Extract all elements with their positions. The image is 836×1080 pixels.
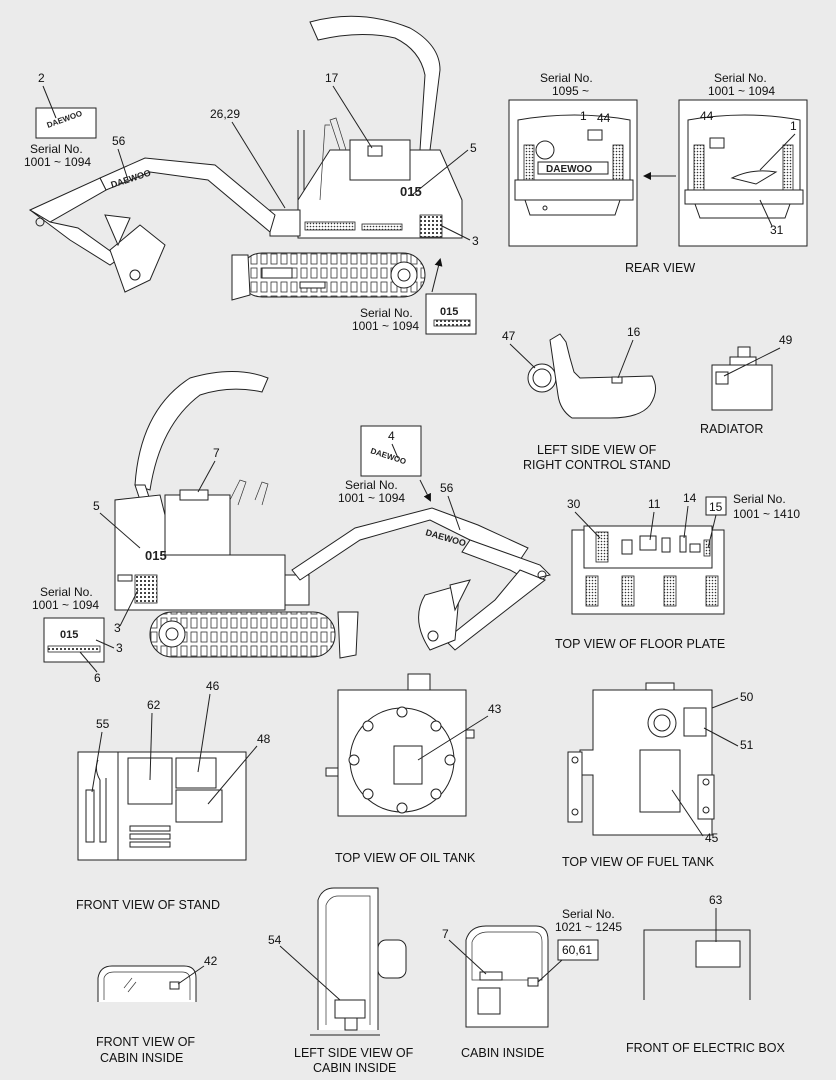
svg-text:44: 44 [700, 109, 714, 123]
svg-text:45: 45 [705, 831, 719, 845]
svg-text:Serial No.: Serial No. [360, 306, 413, 320]
cabin-inside-door: 7 60,61 Serial No. 1021 ~ 1245 CABIN INS… [442, 907, 622, 1060]
right-control-stand: 47 16 LEFT SIDE VIEW OF RIGHT CONTROL ST… [502, 325, 671, 472]
caption-oil-tank: TOP VIEW OF OIL TANK [335, 851, 476, 865]
svg-text:DAEWOO: DAEWOO [546, 164, 592, 175]
caption-electric-box: FRONT OF ELECTRIC BOX [626, 1041, 785, 1055]
svg-text:46: 46 [206, 679, 220, 693]
callout-2: 2 [38, 71, 45, 85]
excavator-top-view: 015 DAEWOO [28, 15, 463, 301]
caption-fuel-tank: TOP VIEW OF FUEL TANK [562, 855, 715, 869]
svg-text:60,61: 60,61 [562, 943, 592, 957]
svg-text:015: 015 [145, 548, 167, 563]
radiator: 49 RADIATOR [700, 333, 793, 436]
caption-floor-plate: TOP VIEW OF FLOOR PLATE [555, 637, 725, 651]
svg-text:43: 43 [488, 702, 502, 716]
svg-text:Serial No.: Serial No. [562, 907, 615, 921]
cabin-left-side-inside: 54 LEFT SIDE VIEW OF CABIN INSIDE [268, 887, 414, 1075]
svg-text:CABIN INSIDE: CABIN INSIDE [313, 1061, 396, 1075]
decal-2-box [35, 107, 97, 139]
electric-box: 63 FRONT OF ELECTRIC BOX [626, 893, 785, 1055]
svg-text:Serial No.: Serial No. [714, 71, 767, 85]
svg-text:50: 50 [740, 690, 754, 704]
svg-text:RIGHT CONTROL STAND: RIGHT CONTROL STAND [523, 458, 671, 472]
svg-text:Serial No.: Serial No. [540, 71, 593, 85]
callout-5-top: 5 [470, 141, 477, 155]
svg-text:015: 015 [60, 629, 78, 641]
fuel-tank: 50 51 45 TOP VIEW OF FUEL TANK [562, 682, 754, 869]
svg-text:4: 4 [388, 429, 395, 443]
rear-view-panel: DAEWOO 1 44 Serial No. 1095 ~ 44 1 31 Se… [508, 71, 808, 275]
caption-radiator: RADIATOR [700, 422, 763, 436]
svg-text:15: 15 [709, 500, 723, 514]
decal-2-group: DAEWOO 2 Serial No. 1001 ~ 1094 [24, 71, 97, 169]
svg-text:44: 44 [597, 111, 611, 125]
svg-text:42: 42 [204, 954, 218, 968]
caption-rear-view: REAR VIEW [625, 261, 695, 275]
callout-3-mid-a: 3 [114, 621, 121, 635]
svg-text:FRONT VIEW OF: FRONT VIEW OF [96, 1035, 195, 1049]
svg-text:11: 11 [648, 497, 661, 511]
svg-text:6: 6 [94, 671, 101, 685]
callout-56-top: 56 [112, 134, 126, 148]
svg-text:48: 48 [257, 732, 271, 746]
svg-text:1001 ~ 1094: 1001 ~ 1094 [708, 84, 775, 98]
callout-56-mid: 56 [440, 481, 454, 495]
svg-text:015: 015 [400, 184, 422, 199]
badge-015-top: 015 Serial No. 1001 ~ 1094 [352, 258, 477, 335]
svg-text:7: 7 [442, 927, 449, 941]
svg-text:015: 015 [440, 306, 458, 318]
svg-text:Serial No.: Serial No. [30, 142, 83, 156]
svg-text:LEFT SIDE VIEW OF: LEFT SIDE VIEW OF [294, 1046, 414, 1060]
svg-text:63: 63 [709, 893, 723, 907]
svg-text:30: 30 [567, 497, 581, 511]
oil-tank: 43 TOP VIEW OF OIL TANK [325, 673, 502, 865]
svg-text:1095 ~: 1095 ~ [552, 84, 589, 98]
svg-text:1001 ~ 1410: 1001 ~ 1410 [733, 507, 800, 521]
svg-text:16: 16 [627, 325, 641, 339]
svg-text:1: 1 [580, 109, 587, 123]
svg-text:62: 62 [147, 698, 161, 712]
svg-text:54: 54 [268, 933, 282, 947]
caption-front-view-stand: FRONT VIEW OF STAND [76, 898, 220, 912]
callout-26-29: 26,29 [210, 107, 240, 121]
svg-text:1: 1 [790, 119, 797, 133]
svg-text:Serial No.: Serial No. [733, 492, 786, 506]
callout-5-mid: 5 [93, 499, 100, 513]
svg-text:LEFT SIDE VIEW OF: LEFT SIDE VIEW OF [537, 443, 657, 457]
svg-text:Serial No.: Serial No. [40, 585, 93, 599]
svg-text:31: 31 [770, 223, 784, 237]
caption-cabin-inside: CABIN INSIDE [461, 1046, 544, 1060]
svg-text:1001 ~ 1094: 1001 ~ 1094 [24, 155, 91, 169]
floor-plate: 30 11 14 15 Serial No. 1001 ~ 1410 TOP V… [555, 491, 800, 651]
front-view-stand: 55 62 46 48 FRONT VIEW OF STAND [76, 679, 271, 912]
svg-text:1001 ~ 1094: 1001 ~ 1094 [352, 319, 419, 333]
svg-text:47: 47 [502, 329, 516, 343]
decal-6-group: 015 Serial No. 1001 ~ 1094 3 6 [32, 585, 123, 685]
svg-text:Serial No.: Serial No. [345, 478, 398, 492]
callout-7-mid: 7 [213, 446, 220, 460]
svg-text:3: 3 [116, 641, 123, 655]
decal-4-group: DAEWOO 4 Serial No. 1001 ~ 1094 [338, 425, 431, 505]
svg-text:1021 ~ 1245: 1021 ~ 1245 [555, 920, 622, 934]
svg-text:51: 51 [740, 738, 754, 752]
svg-text:CABIN INSIDE: CABIN INSIDE [100, 1051, 183, 1065]
svg-text:55: 55 [96, 717, 110, 731]
svg-text:49: 49 [779, 333, 793, 347]
svg-text:14: 14 [683, 491, 697, 505]
excavator-middle-view: 015 DAEWOO [114, 371, 551, 659]
svg-text:1001 ~ 1094: 1001 ~ 1094 [338, 491, 405, 505]
callout-17: 17 [325, 71, 339, 85]
callout-3-top: 3 [472, 234, 479, 248]
cabin-front-inside: 42 FRONT VIEW OF CABIN INSIDE [96, 954, 218, 1065]
svg-text:1001 ~ 1094: 1001 ~ 1094 [32, 598, 99, 612]
